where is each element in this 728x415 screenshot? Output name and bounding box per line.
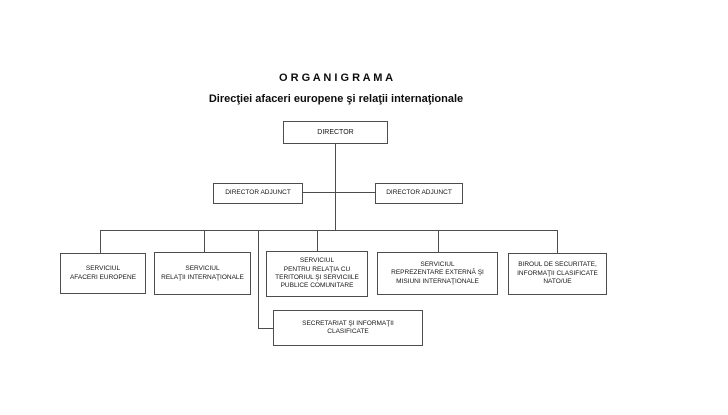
connector-director-vertical bbox=[335, 143, 336, 231]
deputy-director-left-box: DIRECTOR ADJUNCT bbox=[213, 183, 303, 204]
service-box-relatii-internationale: SERVICIUL RELAŢII INTERNAŢIONALE bbox=[154, 252, 251, 295]
connector-secretariat-vertical bbox=[258, 230, 259, 328]
connector-secretariat-horizontal bbox=[258, 328, 273, 329]
deputy-director-right-box: DIRECTOR ADJUNCT bbox=[375, 183, 463, 204]
chart-subtitle: Direcţiei afaceri europene şi relaţii in… bbox=[208, 93, 464, 105]
connector-deputies-horizontal bbox=[303, 192, 375, 193]
secretariat-box: SECRETARIAT ŞI INFORMAŢII CLASIFICATE bbox=[273, 310, 423, 346]
connector-drop-service-1 bbox=[100, 230, 101, 253]
connector-drop-service-3 bbox=[317, 230, 318, 251]
service-box-birou-securitate: BIROUL DE SECURITATE, INFORMAŢII CLASIFI… bbox=[508, 253, 607, 295]
connector-drop-service-2 bbox=[204, 230, 205, 252]
connector-drop-service-4 bbox=[438, 230, 439, 252]
connector-drop-service-5 bbox=[557, 230, 558, 253]
service-box-afaceri-europene: SERVICIUL AFACERI EUROPENE bbox=[60, 253, 146, 294]
chart-title: O R G A N I G R A M A bbox=[278, 72, 394, 84]
service-box-relatia-cu-teritoriul: SERVICIUL PENTRU RELAŢIA CU TERITORIUL Ş… bbox=[266, 251, 368, 297]
director-box: DIRECTOR bbox=[283, 121, 388, 144]
service-box-reprezentare-externa: SERVICIUL REPREZENTARE EXTERNĂ ŞI MISIUN… bbox=[377, 252, 498, 295]
connector-main-horizontal bbox=[100, 230, 558, 231]
